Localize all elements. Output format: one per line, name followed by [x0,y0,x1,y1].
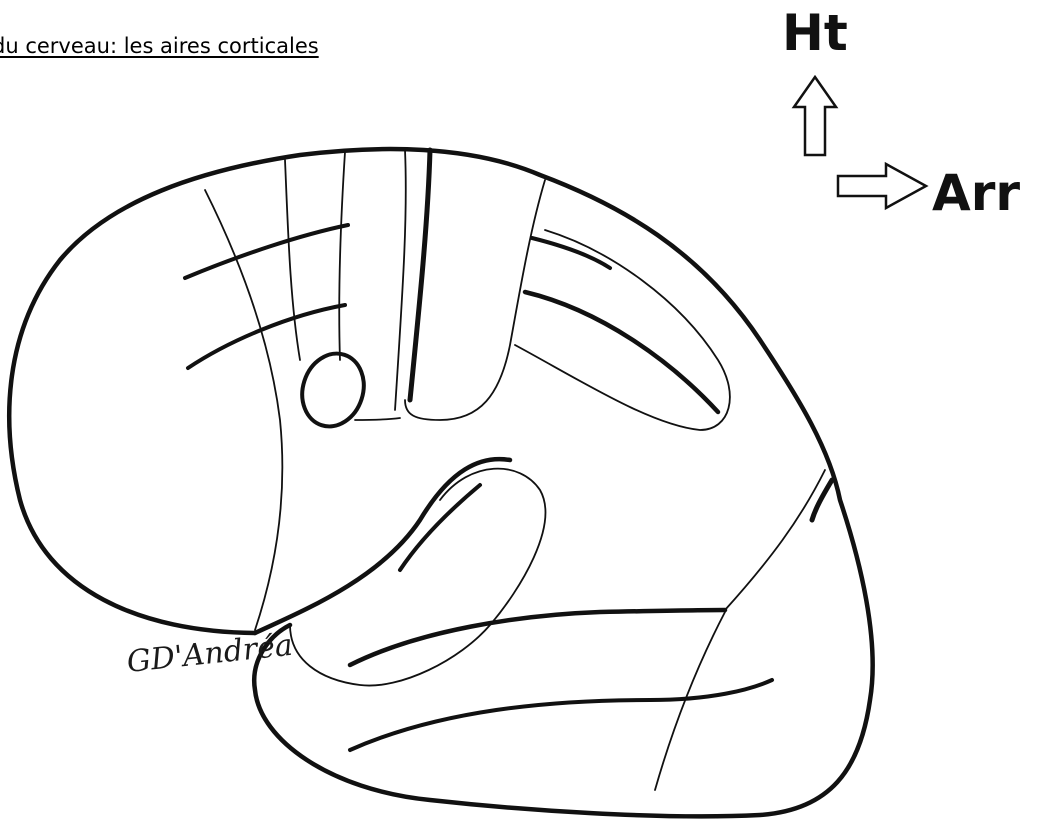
artist-signature: GD'Andréa [125,628,294,680]
wernicke-area-outline [290,469,545,686]
broca-area-oval [293,346,373,435]
occipital-notch [812,480,832,520]
parietal-lobule-outline [515,230,730,430]
right-arrow-icon [836,160,930,212]
orientation-indicator: Ht Arr [760,0,1044,230]
superior-frontal-sulcus [185,225,348,278]
up-direction-label: Ht [782,8,848,58]
intraparietal-sulcus [525,292,718,412]
middle-temporal-sulcus [350,680,772,750]
right-direction-label: Arr [932,168,1020,218]
precentral-gyrus-outline [339,150,406,410]
temporal-upper-contour [255,459,510,633]
lateral-sulcus [350,610,725,665]
parieto-occipital-boundary [725,470,825,610]
up-arrow-icon [790,75,840,157]
central-sulcus [410,150,430,400]
brain-outline [9,149,872,816]
